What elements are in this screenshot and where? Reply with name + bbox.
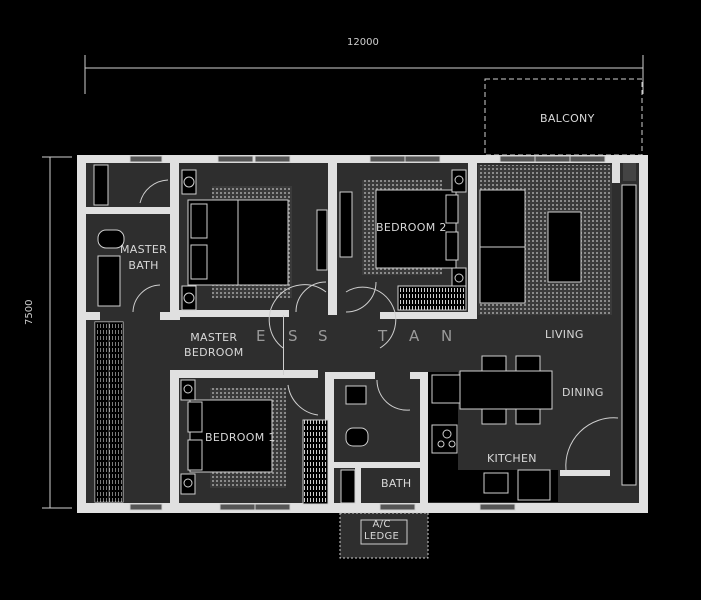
door-bath: [376, 379, 411, 411]
bed2-nightstands: [451, 169, 467, 291]
bed1-nightstands: [180, 379, 196, 495]
sink: [483, 472, 509, 494]
ac-ledge-label-line1: A/C: [372, 519, 391, 530]
master-bath-fixtures: [93, 164, 169, 313]
living-side-unit: [621, 184, 637, 486]
stove: [431, 424, 458, 454]
bed2-bed: [375, 189, 459, 269]
watermark-letter: S: [288, 327, 298, 345]
master-bed: [187, 199, 289, 286]
ac-ledge-label-line2: LEDGE: [364, 531, 400, 542]
sofa: [479, 189, 526, 304]
bedroom1-label: BEDROOM 1: [205, 431, 276, 444]
door-bed2: [345, 281, 377, 313]
interior-walls: [86, 163, 620, 505]
dining-table: [459, 370, 553, 410]
living-label: LIVING: [545, 328, 584, 341]
watermark-letter: E: [256, 327, 266, 345]
master-bath-label: MASTER BATH: [120, 243, 167, 272]
bath-fixtures: [340, 385, 369, 504]
master-bath-label-line1: MASTER: [120, 243, 168, 256]
balcony-outline: [484, 78, 643, 156]
height-dimension-label: 7500: [24, 299, 35, 325]
fridge: [431, 374, 461, 404]
width-dimension-label: 12000: [347, 37, 379, 48]
door-master: [295, 281, 327, 313]
wardrobe-bed1: [302, 419, 329, 505]
balcony-label: BALCONY: [540, 112, 595, 125]
master-bath-label-line2: BATH: [128, 259, 159, 272]
master-bedroom-label-line1: MASTER: [190, 331, 238, 344]
tv-unit-master: [316, 209, 328, 271]
door-main: [565, 417, 619, 471]
windows: [129, 155, 606, 511]
watermark-letter: N: [441, 327, 453, 345]
dimension-height: [42, 156, 72, 509]
wardrobe-bed2: [397, 285, 467, 311]
master-nightstands: [181, 169, 197, 311]
watermark-letter: A: [409, 327, 420, 345]
bed1-bed: [187, 399, 273, 473]
dimension-width: [84, 55, 644, 94]
kitchen-label: KITCHEN: [487, 452, 537, 465]
coffee-table: [547, 211, 582, 283]
ac-ledge-label: A/C LEDGE: [364, 519, 399, 543]
bedroom2-label: BEDROOM 2: [376, 221, 447, 234]
dining-chairs: [481, 355, 541, 425]
tv-unit-bed2: [339, 191, 353, 258]
watermark-letter: T: [378, 327, 388, 345]
bath-label: BATH: [381, 477, 412, 490]
door-corridor-right: [345, 286, 397, 349]
watermark-letter: S: [318, 327, 328, 345]
door-corridor-left: [268, 284, 327, 349]
dining-label: DINING: [562, 386, 604, 399]
master-bedroom-label-line2: BEDROOM: [184, 346, 244, 359]
master-bedroom-label: MASTER BEDROOM: [184, 331, 244, 359]
door-bed1: [287, 384, 319, 416]
